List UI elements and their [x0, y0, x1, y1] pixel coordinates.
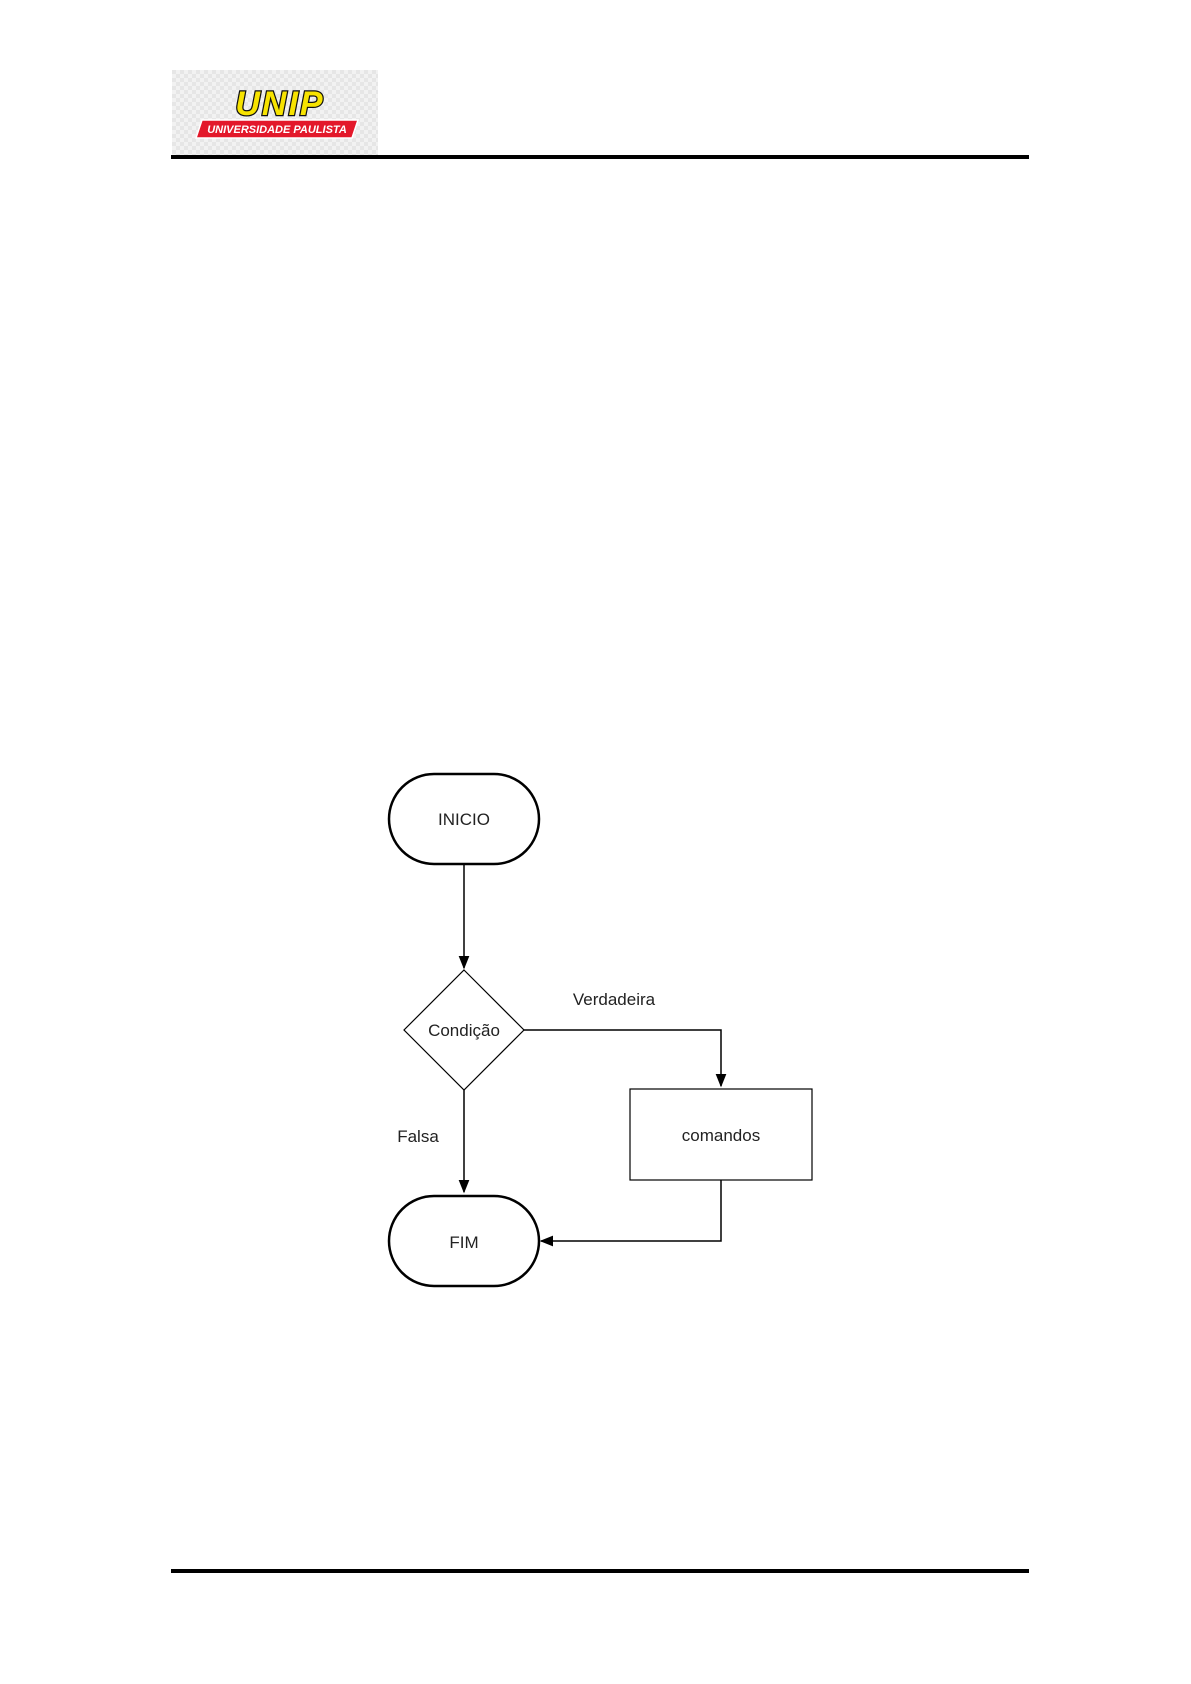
start-terminal: INICIO — [389, 774, 539, 864]
start-label: INICIO — [438, 810, 490, 829]
decision-node: Condição — [404, 970, 524, 1090]
end-terminal: FIM — [389, 1196, 539, 1286]
end-label: FIM — [449, 1233, 478, 1252]
edge-true — [524, 1030, 721, 1086]
edge-false-label: Falsa — [397, 1127, 439, 1146]
edge-action-to-end — [541, 1180, 721, 1241]
action-node: comandos — [630, 1089, 812, 1180]
edge-true-label: Verdadeira — [573, 990, 656, 1009]
action-label: comandos — [682, 1126, 760, 1145]
decision-label: Condição — [428, 1021, 500, 1040]
